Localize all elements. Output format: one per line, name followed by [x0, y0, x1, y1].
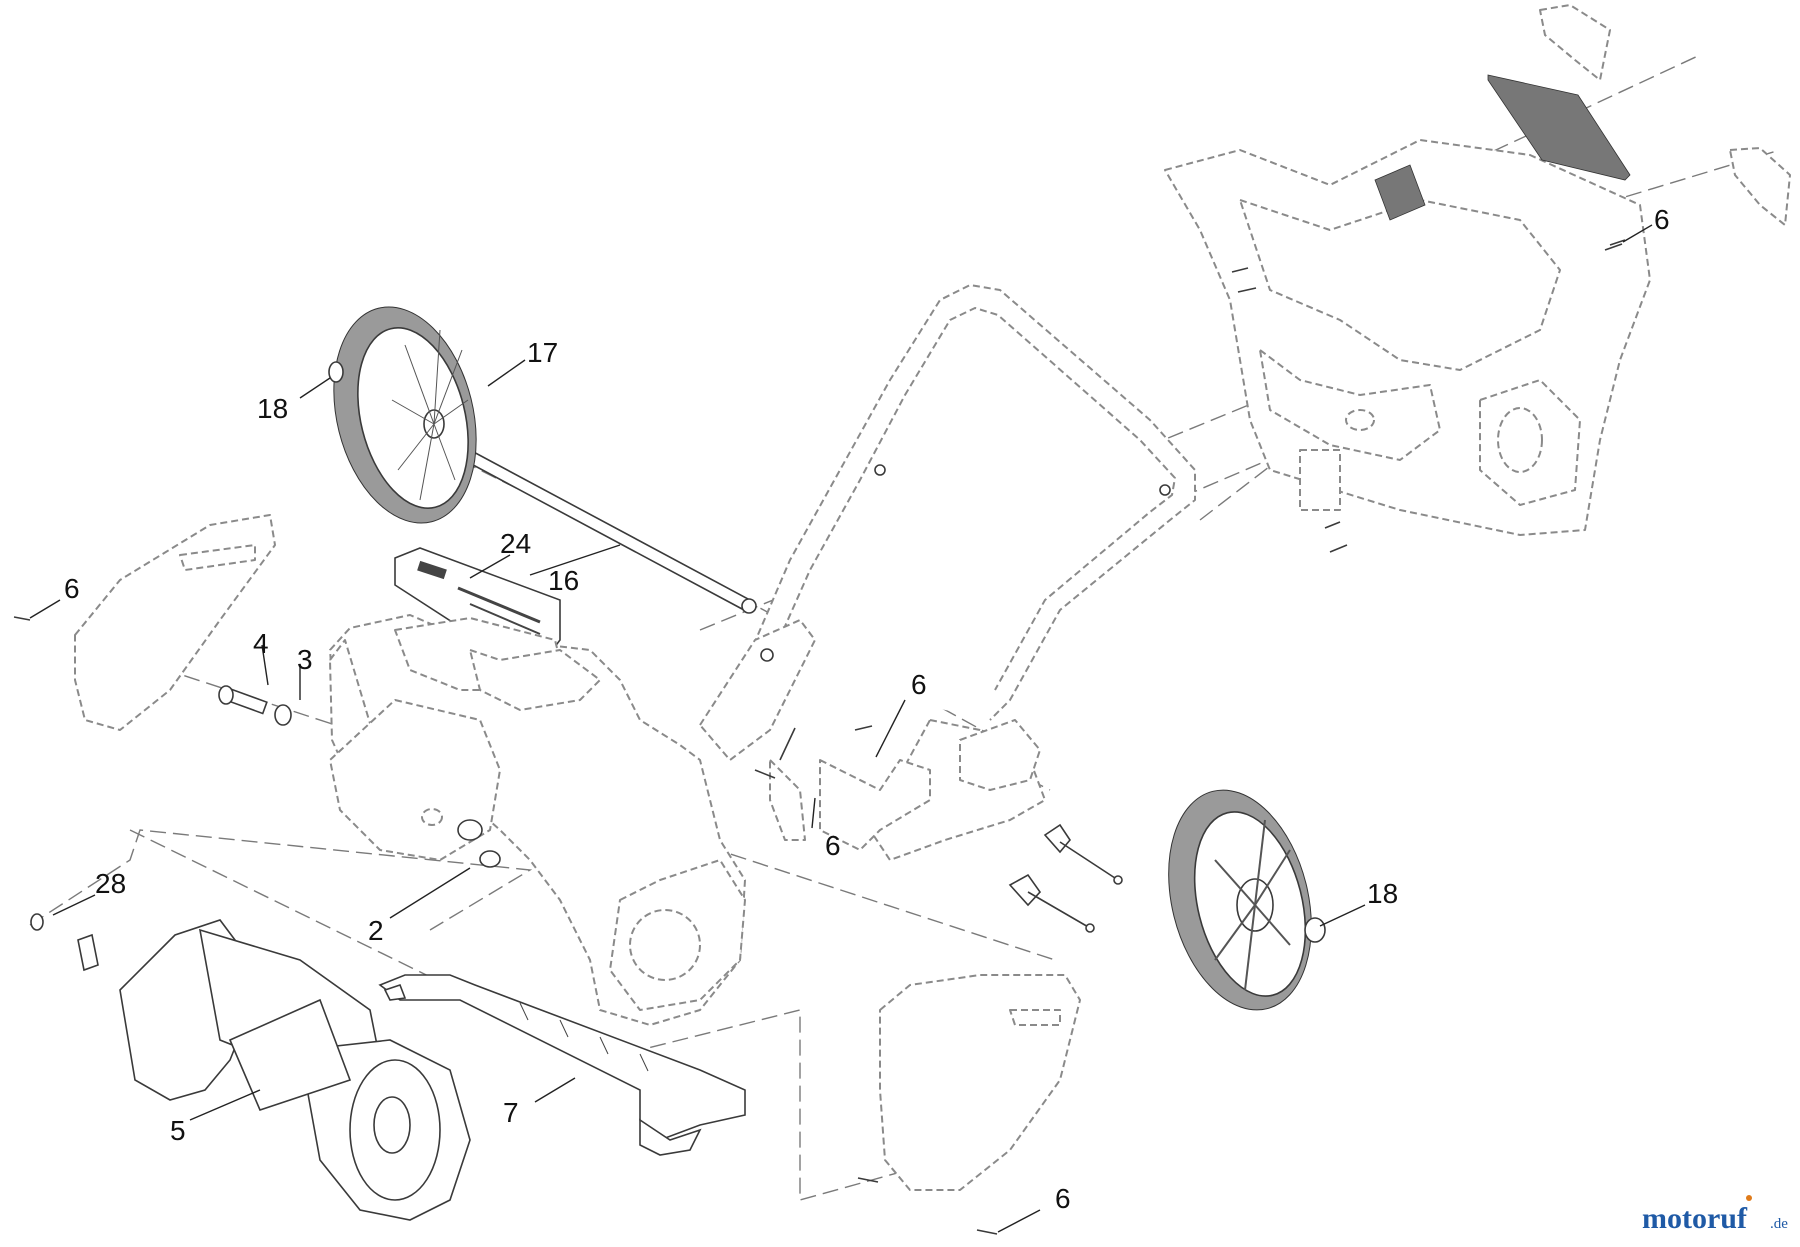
side-plate-left [74, 514, 276, 731]
vent-icon [1374, 164, 1426, 221]
callout-6: 6 [1654, 204, 1670, 235]
washer-lower [1304, 917, 1326, 943]
callout-6: 6 [64, 573, 80, 604]
auger [30, 913, 471, 1221]
callout-4: 4 [253, 628, 269, 659]
callout-18: 18 [257, 393, 288, 424]
callout-5: 5 [170, 1115, 186, 1146]
watermark-tld: .de [1770, 1216, 1788, 1232]
wheel-lower [1168, 789, 1312, 1011]
side-plate-right [879, 974, 1081, 1191]
rear-screws [1231, 243, 1623, 553]
callout-3: 3 [297, 644, 313, 675]
callout-6: 6 [825, 830, 841, 861]
wheel-upper [333, 306, 477, 524]
callout-16: 16 [548, 565, 579, 596]
callout-17: 17 [527, 337, 558, 368]
leader-lines [29, 224, 1653, 1233]
callout-18: 18 [1367, 878, 1398, 909]
washer-upper [328, 361, 344, 383]
callout-screws [13, 239, 1626, 1235]
callout-28: 28 [95, 868, 126, 899]
right-brackets [754, 719, 1123, 933]
callout-6: 6 [911, 669, 927, 700]
mesh-filter [1487, 74, 1631, 181]
bearing-parts [218, 685, 483, 841]
callout-24: 24 [500, 528, 531, 559]
callout-7: 7 [503, 1097, 519, 1128]
main-housing [329, 614, 746, 1026]
mounting-brackets [1539, 4, 1791, 226]
watermark-brand: motoruf [1642, 1202, 1748, 1235]
watermark: motoruf .de [1642, 1195, 1788, 1235]
callouts: 6 17 18 24 16 6 4 3 6 6 28 2 18 5 7 6 [64, 204, 1670, 1214]
callout-6: 6 [1055, 1183, 1071, 1214]
callout-2: 2 [368, 915, 384, 946]
scraper-bar [378, 974, 746, 1156]
rear-housing [1164, 139, 1651, 536]
